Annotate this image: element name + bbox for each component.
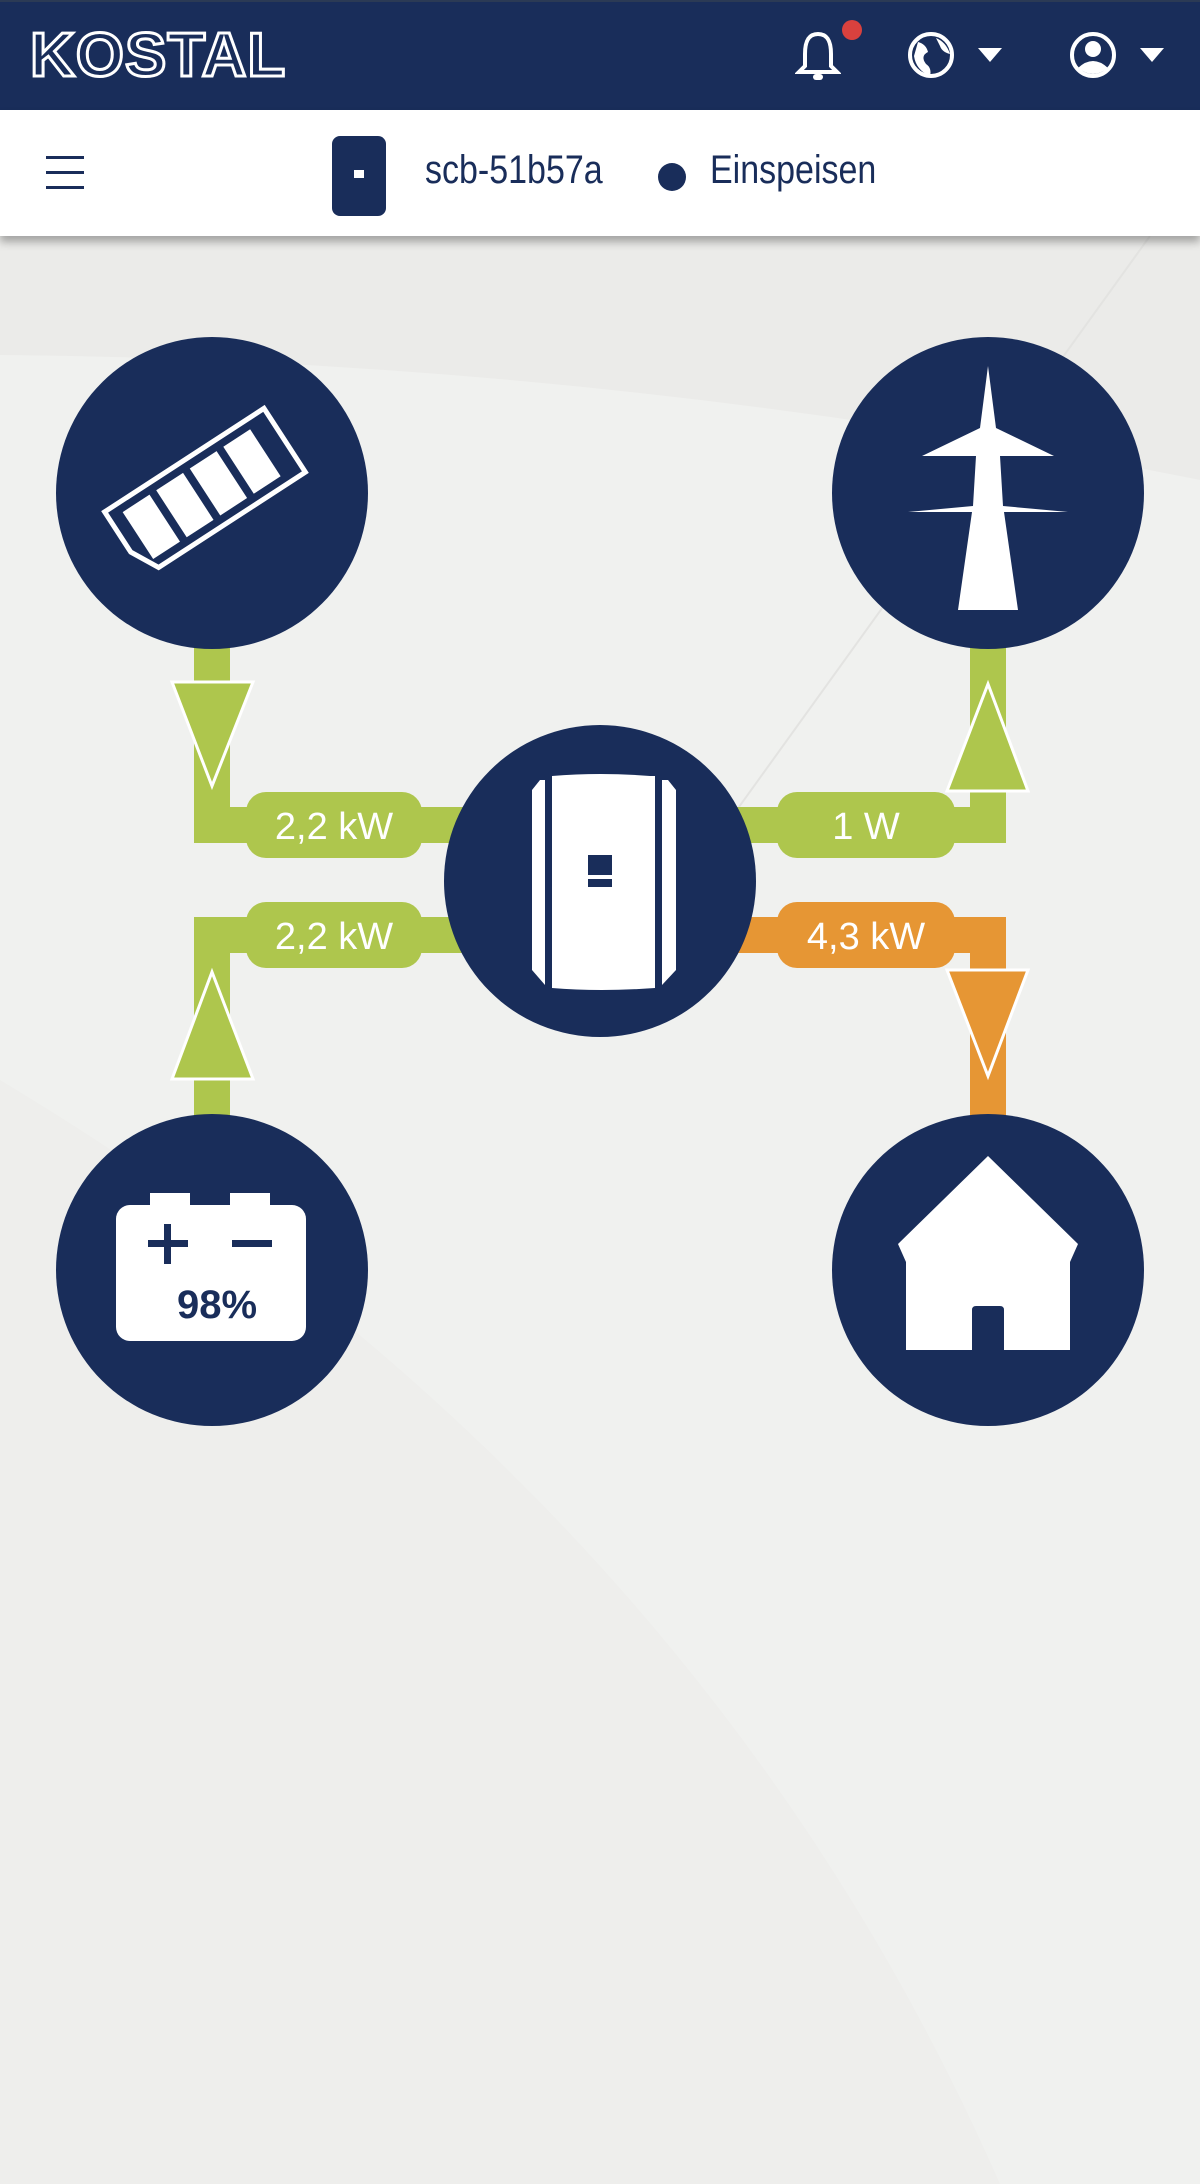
arrow-down-icon [944, 968, 1031, 1081]
house-icon [898, 1156, 1078, 1350]
kostal-logo[interactable]: KOSTAL [28, 20, 287, 92]
account-dropdown-caret-icon[interactable] [1140, 48, 1164, 62]
arrow-up-icon [169, 967, 256, 1081]
inverter-node[interactable] [444, 725, 756, 1037]
flow-label-pill [246, 902, 422, 968]
home-node[interactable] [832, 1114, 1144, 1426]
flow-label-pill [777, 902, 955, 968]
home-power-label: 4,3 kW [807, 916, 925, 958]
device-bar: scb-51b57a Einspeisen [0, 110, 1200, 236]
grid-node[interactable] [832, 337, 1144, 649]
flow-battery-inverter: 2,2 kW [169, 902, 470, 1120]
battery-node[interactable]: 98% [56, 1114, 368, 1426]
arrow-down-icon [169, 680, 256, 791]
device-status: Einspeisen [710, 148, 877, 192]
user-account-icon[interactable] [1068, 30, 1118, 80]
flow-label-pill [246, 792, 422, 858]
status-indicator-dot [658, 163, 686, 191]
top-app-bar: KOSTAL [0, 0, 1200, 110]
battery-soc-label: 98% [177, 1283, 257, 1327]
pv-power-label: 2,2 kW [275, 806, 393, 848]
battery-power-label: 2,2 kW [275, 916, 393, 958]
hamburger-menu-icon[interactable] [46, 156, 84, 190]
flow-label-pill [777, 792, 955, 858]
arrow-up-icon [944, 679, 1031, 793]
inverter-device-icon [332, 136, 386, 216]
inverter-icon [532, 774, 676, 990]
language-globe-icon[interactable] [906, 30, 956, 80]
flow-pv-inverter: 2,2 kW [169, 640, 470, 858]
notification-badge [842, 20, 862, 40]
pv-node[interactable] [56, 337, 368, 649]
battery-icon: 98% [116, 1193, 306, 1341]
flow-inverter-grid: 1 W [730, 640, 1031, 858]
notification-bell-icon[interactable] [795, 30, 841, 82]
grid-power-label: 1 W [832, 806, 900, 848]
solar-panel-icon [101, 404, 309, 571]
device-name[interactable]: scb-51b57a [425, 148, 603, 192]
language-dropdown-caret-icon[interactable] [978, 48, 1002, 62]
power-pylon-icon [908, 366, 1068, 610]
flow-inverter-home: 4,3 kW [730, 902, 1031, 1120]
